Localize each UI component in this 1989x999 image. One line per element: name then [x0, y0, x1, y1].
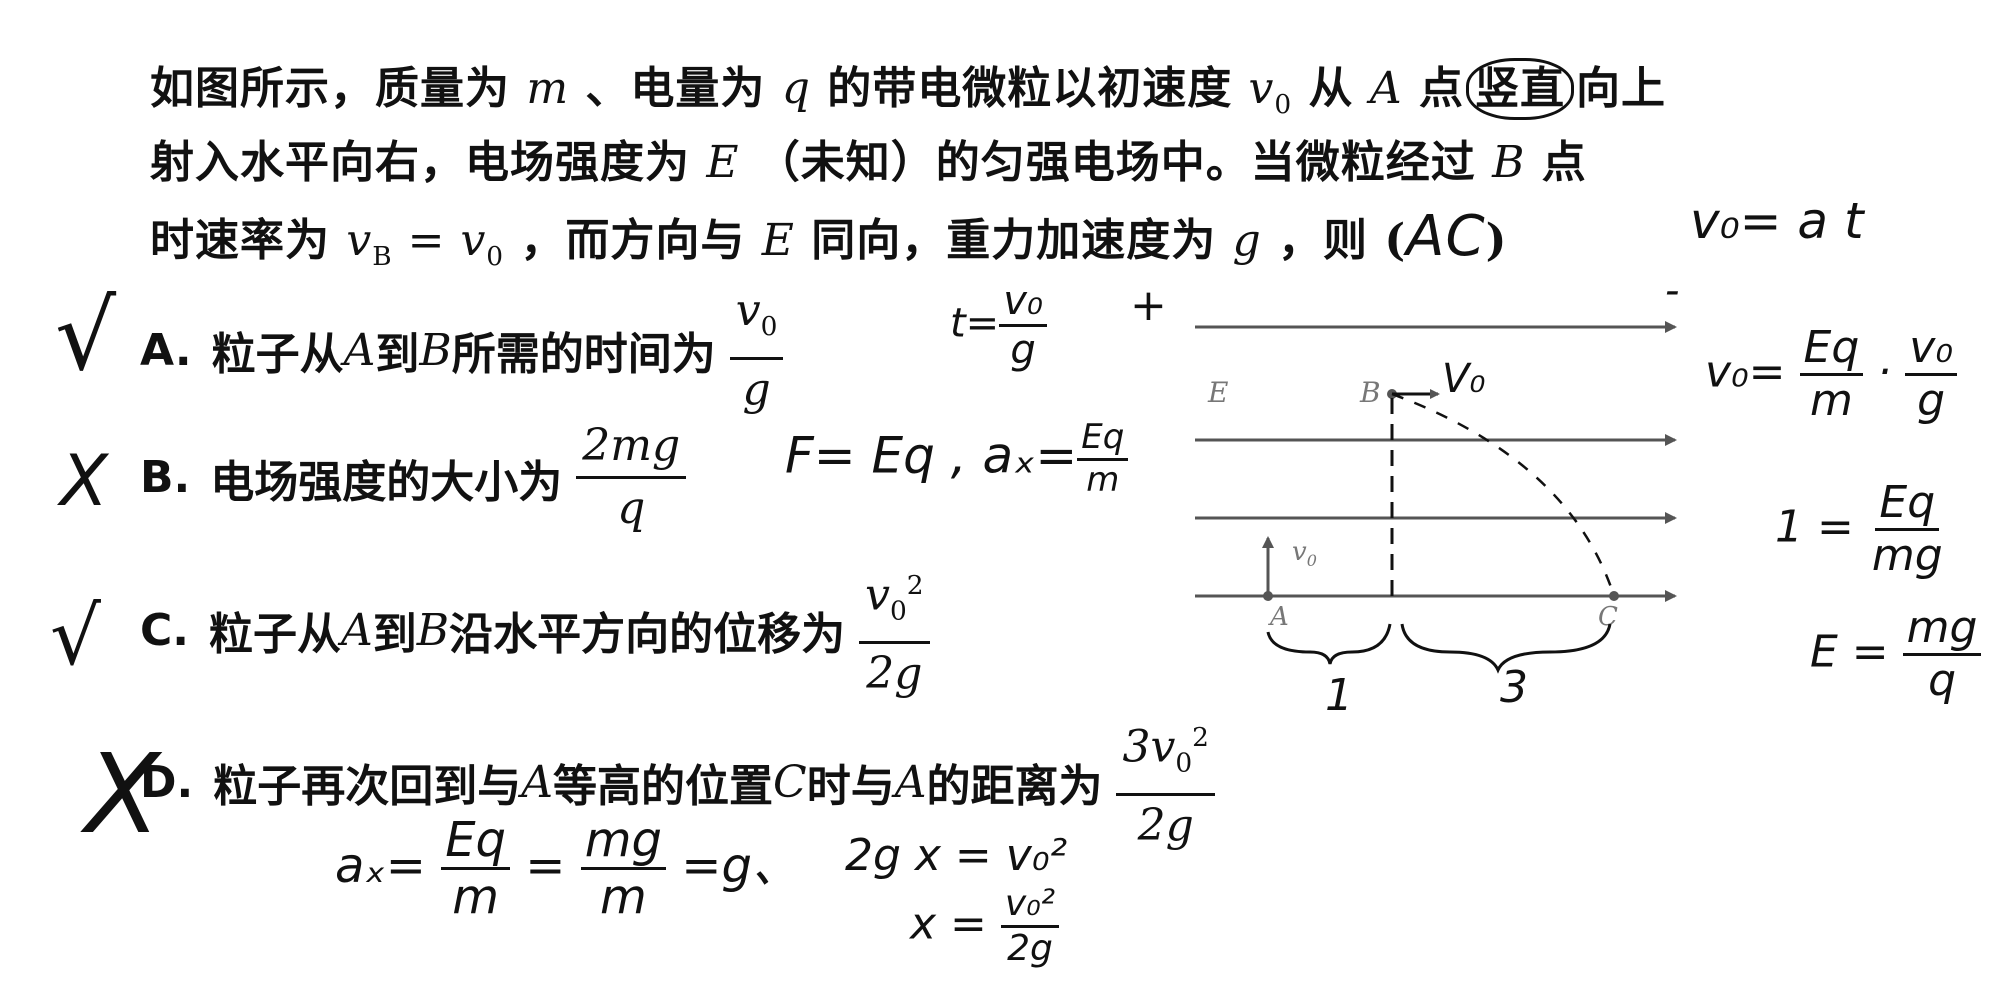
text: ，则 ( — [1278, 215, 1407, 266]
note-plus: + — [1130, 280, 1167, 331]
note-v0-at: v₀= a t — [1690, 192, 1864, 250]
text: （未知）的匀强电场中。当微粒经过 — [755, 137, 1476, 188]
text: 的距离为 — [926, 761, 1103, 813]
math-q: q — [781, 63, 811, 114]
text: 电场强度的大小为 — [210, 456, 563, 508]
brace-right — [1400, 623, 1612, 674]
label-B: B — [1359, 376, 1381, 409]
math-B: B — [419, 324, 452, 376]
point-C — [1609, 591, 1619, 601]
cross-mark-d: X — [85, 730, 161, 858]
text: 向上 — [1575, 63, 1666, 114]
problem-line-3: 时速率为 vB = v0 ，而方向与 E 同向，重力加速度为 g ，则 (AC) — [150, 200, 1750, 274]
text: 点 — [1418, 63, 1464, 114]
math-v0: v0 — [1248, 63, 1293, 120]
math-g: g — [1232, 215, 1262, 266]
option-letter: A. — [140, 324, 192, 376]
circled-word: 竖直 — [1465, 58, 1574, 120]
math-C: C — [773, 756, 807, 808]
math-A: A — [343, 324, 376, 376]
math-vB: vB = v0 — [346, 215, 505, 272]
math-B: B — [416, 604, 450, 656]
option-letter: D. — [140, 756, 194, 808]
label-v0: v0 — [1292, 537, 1317, 570]
brace-left — [1266, 623, 1392, 665]
label-E: E — [1207, 376, 1228, 409]
segment-label-3: 3 — [1500, 662, 1528, 713]
text: 时速率为 — [150, 215, 330, 266]
text: 、电量为 — [585, 63, 766, 114]
text: 同向，重力加速度为 — [811, 215, 1217, 266]
option-letter: B. — [140, 452, 191, 503]
math-A: A — [894, 756, 927, 808]
text: ) — [1485, 215, 1508, 266]
text: 到 — [372, 609, 417, 661]
label-v0-hand: V₀ — [1442, 356, 1485, 402]
math-m: m — [526, 63, 570, 114]
dashed-trajectory — [1391, 392, 1616, 597]
math-A: A — [1369, 63, 1403, 114]
text: 所需的时间为 — [451, 329, 716, 381]
note-x-equation: 2g x = v₀² — [845, 830, 1068, 881]
note-dash: - — [1665, 268, 1680, 314]
text: 从 — [1308, 63, 1354, 114]
math-E: E — [706, 137, 740, 188]
field-diagram: E B A C V₀ v0 1 3 — [1195, 321, 1677, 721]
problem-line-1: 如图所示，质量为 m 、电量为 q 的带电微粒以初速度 v0 从 A 点竖直向上 — [150, 52, 1750, 126]
text: 等高的位置 — [553, 761, 774, 813]
math-E: E — [761, 215, 795, 266]
problem-line-2: 射入水平向右，电场强度为 E （未知）的匀强电场中。当微粒经过 B 点 — [150, 126, 1750, 200]
handwritten-answer: AC — [1406, 204, 1486, 269]
text: 到 — [375, 329, 420, 381]
text: 时与 — [806, 761, 895, 813]
text: 沿水平方向的位移为 — [449, 609, 846, 661]
text: 如图所示，质量为 — [150, 63, 510, 114]
check-mark-c: √ — [50, 590, 101, 683]
label-C: C — [1598, 602, 1618, 632]
math-B: B — [1492, 137, 1526, 188]
text: 的带电微粒以初速度 — [827, 63, 1233, 114]
text: 点 — [1541, 137, 1587, 188]
segment-label-1: 1 — [1325, 670, 1353, 721]
check-mark-a: √ — [55, 280, 117, 392]
text: 粒子从 — [209, 609, 342, 661]
text: 粒子从 — [211, 329, 344, 381]
math-A: A — [341, 604, 373, 656]
problem-statement: 如图所示，质量为 m 、电量为 q 的带电微粒以初速度 v0 从 A 点竖直向上… — [150, 52, 1750, 274]
math-A: A — [521, 756, 554, 808]
label-A: A — [1268, 602, 1289, 632]
cross-mark-b: X — [60, 440, 108, 522]
text: 射入水平向右，电场强度为 — [150, 137, 690, 188]
text: ，而方向与 — [520, 215, 746, 266]
option-letter: C. — [140, 604, 190, 656]
text: 粒子再次回到与 — [213, 761, 522, 813]
